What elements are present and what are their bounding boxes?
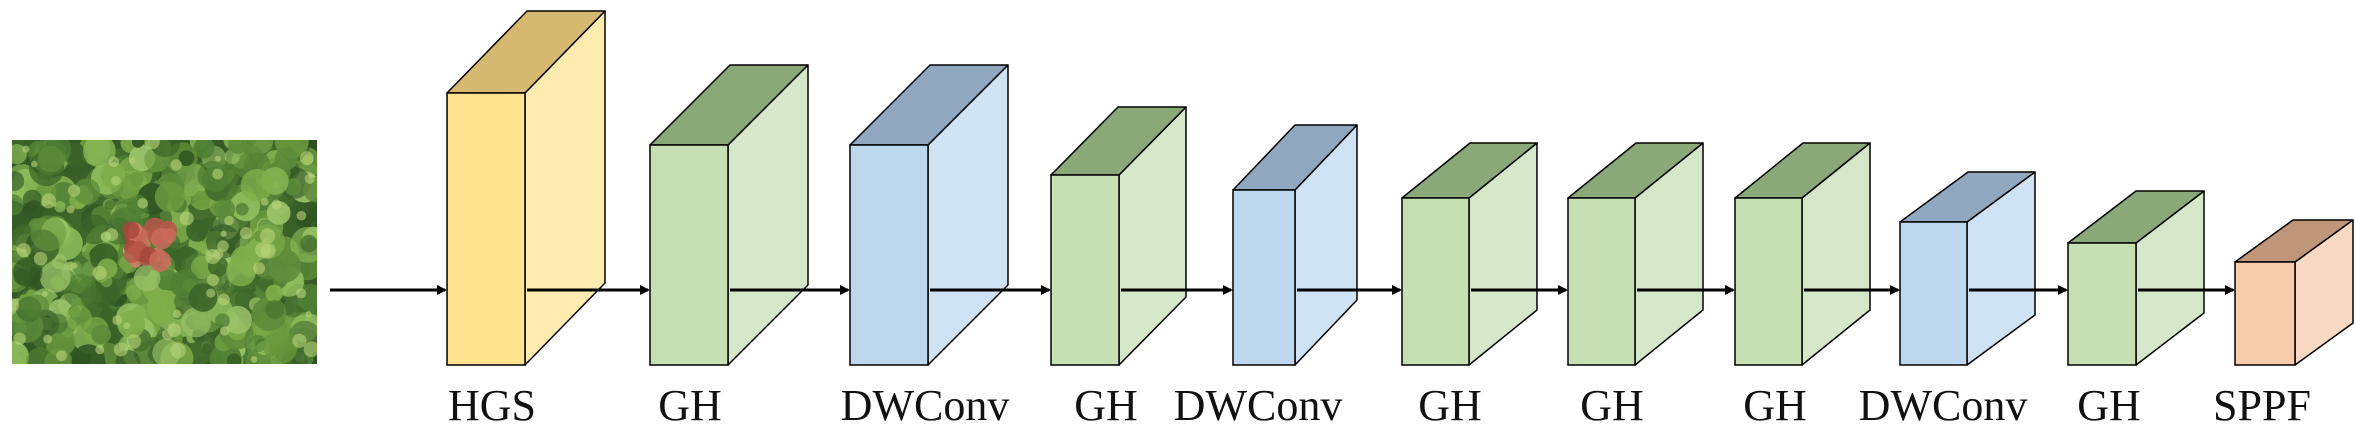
label-hgs-1: HGS [448,381,536,430]
label-gh-6: GH [1418,381,1482,430]
layer-block-hgs-1 [446,10,606,366]
label-dwconv-9: DWConv [1859,381,2028,430]
layer-blocks [446,10,2354,366]
layer-block-gh-6 [1401,142,1538,366]
label-gh-8: GH [1743,381,1807,430]
layer-block-gh-7 [1567,142,1704,366]
layer-block-gh-2 [649,64,809,366]
layer-block-gh-4 [1050,106,1187,366]
layer-block-gh-10 [2067,190,2205,366]
label-dwconv-3: DWConv [841,381,1010,430]
label-gh-2: GH [658,381,722,430]
label-gh-10: GH [2077,381,2141,430]
layer-block-dwconv-3 [849,64,1009,366]
layer-labels: HGS GH DWConv GH DWConv GH GH GH DWConv GH SPPF [448,381,2311,430]
label-dwconv-5: DWConv [1174,381,1343,430]
layer-block-sppf-11 [2234,219,2354,366]
label-gh-4: GH [1074,381,1138,430]
label-sppf-11: SPPF [2213,381,2311,430]
layer-block-dwconv-9 [1899,171,2036,366]
label-gh-7: GH [1580,381,1644,430]
layer-block-gh-8 [1734,142,1871,366]
layer-block-dwconv-5 [1232,124,1358,366]
forest-canopy-aerial-image [12,140,317,364]
